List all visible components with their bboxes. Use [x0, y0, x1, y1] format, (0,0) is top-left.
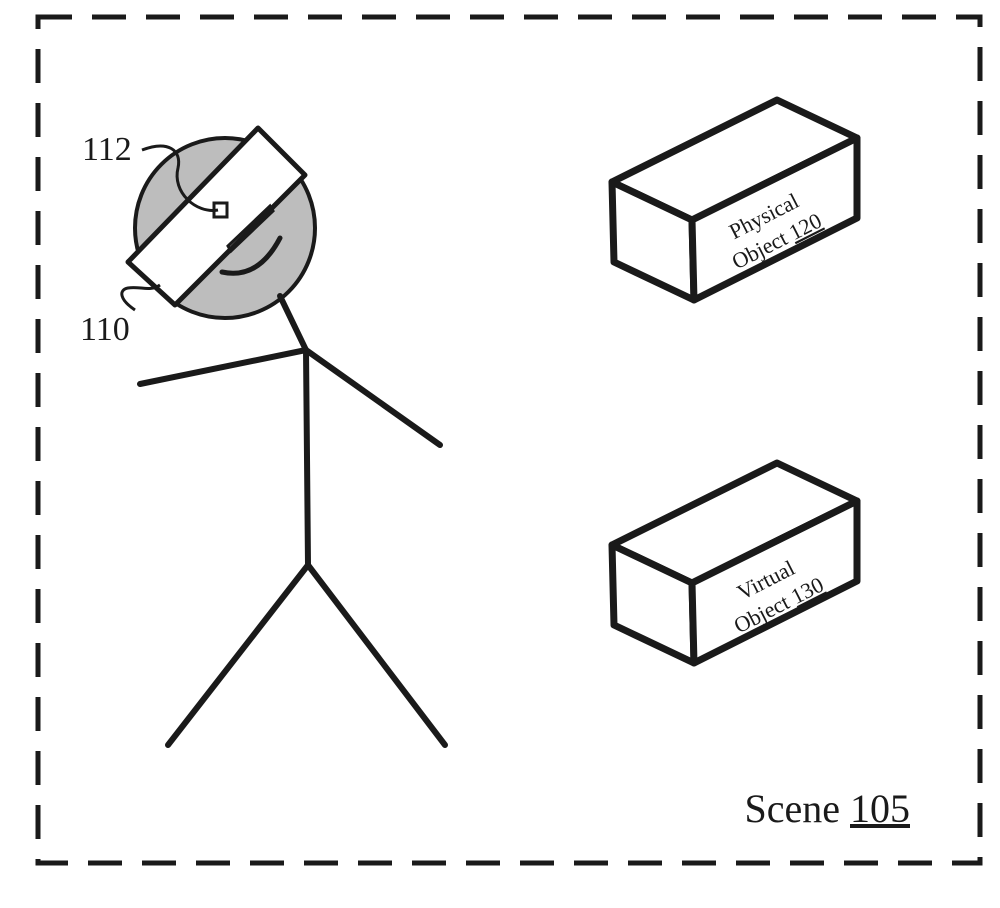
leader-110 [120, 283, 161, 312]
virtual-object-box [608, 459, 861, 667]
physical-object-box [608, 96, 861, 304]
ref-label-112: 112 [82, 131, 132, 168]
user-leg-right [305, 562, 448, 748]
user-leg-left [165, 562, 311, 748]
scene-boundary [35, 14, 983, 866]
head-mounted-device [125, 125, 308, 308]
leader-112 [141, 144, 219, 212]
user-arm-left [137, 347, 309, 387]
scene-label: Scene 105 [744, 786, 910, 831]
user-smile [219, 235, 283, 276]
user-torso [303, 347, 311, 568]
virtual-box-side [688, 497, 861, 667]
scene-ref: 105 [850, 786, 910, 831]
user-neck [277, 293, 309, 353]
scene-word: Scene [744, 786, 840, 831]
physical-box-side [688, 134, 861, 304]
user-arm-right [303, 347, 443, 448]
hmd-display-slot [226, 203, 275, 254]
ref-label-110: 110 [80, 311, 130, 348]
